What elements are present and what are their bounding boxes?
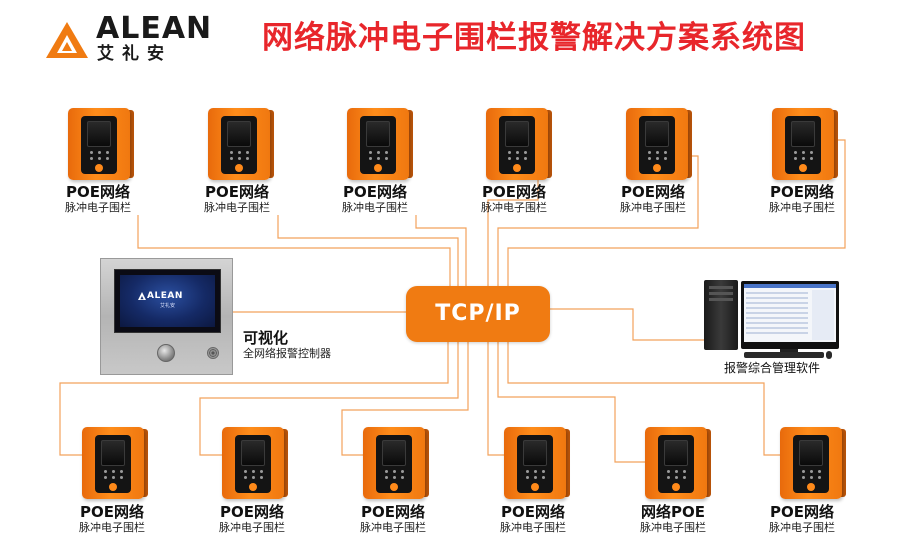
fence-device-top-4 bbox=[486, 108, 552, 180]
fence-device-top-1 bbox=[68, 108, 134, 180]
controller-button bbox=[157, 344, 175, 362]
fence-device-bottom-6 bbox=[780, 427, 846, 499]
device-desc: 脉冲电子围栏 bbox=[769, 521, 835, 534]
fence-device-top-5 bbox=[626, 108, 692, 180]
device-desc: 脉冲电子围栏 bbox=[79, 521, 145, 534]
page-title: 网络脉冲电子围栏报警解决方案系统图 bbox=[262, 20, 806, 56]
device-name: 网络POE bbox=[641, 503, 705, 521]
device-name: POE网络 bbox=[482, 183, 546, 201]
speaker-icon bbox=[207, 347, 219, 359]
device-name: POE网络 bbox=[770, 503, 834, 521]
software-label: 报警综合管理软件 bbox=[724, 361, 821, 375]
device-desc: 脉冲电子围栏 bbox=[769, 201, 835, 214]
device-desc: 脉冲电子围栏 bbox=[65, 201, 131, 214]
device-name: POE网络 bbox=[66, 183, 130, 201]
device-desc: 脉冲电子围栏 bbox=[204, 201, 270, 214]
brand-name-en: ALEAN bbox=[96, 11, 213, 46]
fence-device-top-6 bbox=[772, 108, 838, 180]
pc-tower-icon bbox=[704, 280, 738, 350]
device-name: POE网络 bbox=[80, 503, 144, 521]
device-name: POE网络 bbox=[220, 503, 284, 521]
fence-device-bottom-4 bbox=[504, 427, 570, 499]
device-desc: 脉冲电子围栏 bbox=[342, 201, 408, 214]
device-name: POE网络 bbox=[205, 183, 269, 201]
controller-screen-logo: ALEAN bbox=[147, 291, 183, 301]
fence-device-bottom-1 bbox=[82, 427, 148, 499]
device-name: POE网络 bbox=[501, 503, 565, 521]
alean-logo-icon bbox=[46, 22, 88, 58]
controller-screen-logo-cn: 艾礼安 bbox=[160, 303, 176, 309]
device-desc: 脉冲电子围栏 bbox=[219, 521, 285, 534]
device-name: POE网络 bbox=[343, 183, 407, 201]
tcp-ip-hub: TCP/IP bbox=[406, 286, 550, 342]
device-desc: 脉冲电子围栏 bbox=[481, 201, 547, 214]
controller-subtitle: 全网络报警控制器 bbox=[243, 347, 331, 360]
fence-device-bottom-3 bbox=[363, 427, 429, 499]
device-desc: 脉冲电子围栏 bbox=[640, 521, 706, 534]
monitor-icon bbox=[741, 281, 839, 349]
device-desc: 脉冲电子围栏 bbox=[360, 521, 426, 534]
brand-name-cn: 艾礼安 bbox=[97, 44, 172, 64]
visual-alarm-controller: ALEAN 艾礼安 bbox=[100, 258, 233, 375]
fence-device-top-3 bbox=[347, 108, 413, 180]
fence-device-top-2 bbox=[208, 108, 274, 180]
alean-logo-icon bbox=[138, 292, 146, 300]
fence-device-bottom-2 bbox=[222, 427, 288, 499]
fence-device-bottom-5 bbox=[645, 427, 711, 499]
keyboard-icon bbox=[744, 352, 824, 358]
device-desc: 脉冲电子围栏 bbox=[620, 201, 686, 214]
controller-title: 可视化 bbox=[243, 329, 289, 347]
device-name: POE网络 bbox=[770, 183, 834, 201]
mouse-icon bbox=[826, 351, 832, 359]
device-desc: 脉冲电子围栏 bbox=[500, 521, 566, 534]
hub-label: TCP/IP bbox=[435, 301, 521, 326]
device-name: POE网络 bbox=[621, 183, 685, 201]
device-name: POE网络 bbox=[361, 503, 425, 521]
controller-screen: ALEAN 艾礼安 bbox=[114, 269, 221, 333]
